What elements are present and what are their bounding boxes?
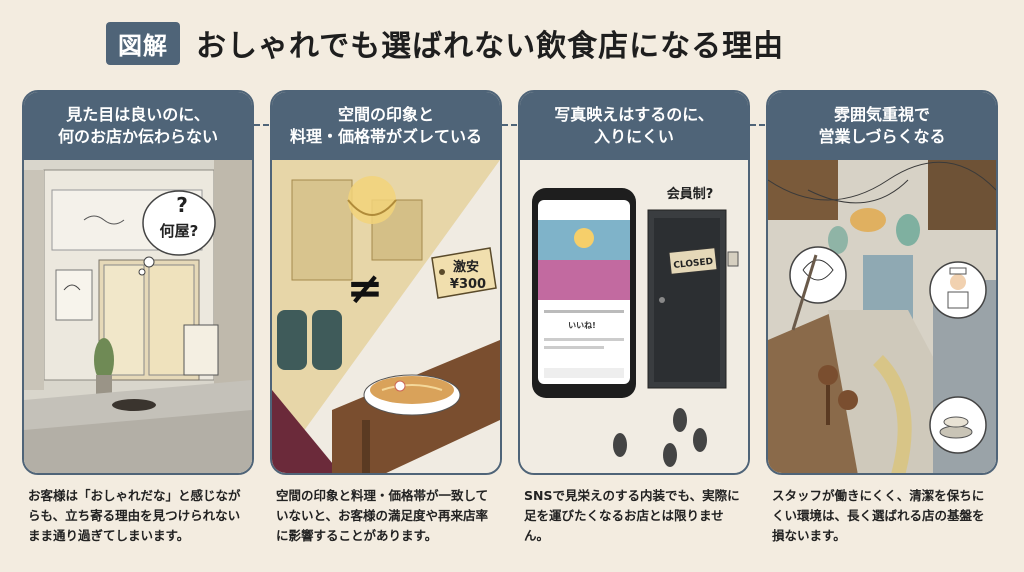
card-3-illustration: いいね! CLOSED 会員制? — [520, 160, 748, 473]
page-header: 図解 おしゃれでも選ばれない飲食店になる理由 — [106, 20, 784, 66]
card-2-title-line2: 料理・価格帯がズレている — [289, 127, 482, 146]
card-4-title-line2: 営業しづらくなる — [818, 127, 946, 146]
not-equal-sign: ≠ — [347, 263, 384, 314]
card-3-header: 写真映えはするのに、 入りにくい — [520, 92, 748, 160]
card-1-header: 見た目は良いのに、 何のお店か伝わらない — [24, 92, 252, 160]
connector-3 — [750, 124, 774, 126]
like-label: いいね! — [568, 321, 596, 330]
card-4-title-line1: 雰囲気重視で — [833, 105, 930, 125]
card-1-illustration: ? 何屋? — [24, 160, 252, 473]
cards-row: 見た目は良いのに、 何のお店か伝わらない ? 何屋? — [22, 90, 1002, 475]
connector-1 — [254, 124, 278, 126]
bubble-text: 何屋? — [160, 222, 199, 240]
caption-1: お客様は「おしゃれだな」と感じながらも、立ち寄る理由を見つけられないまま通り過ぎ… — [28, 488, 241, 543]
caption-2: 空間の印象と料理・価格帯が一致していないと、お客様の満足度や再来店率に影響するこ… — [276, 488, 489, 543]
price-tag-line1: 激安 — [453, 259, 479, 275]
members-label: 会員制? — [667, 186, 714, 202]
header-badge: 図解 — [106, 21, 180, 65]
card-1-title-line1: 見た目は良いのに、 — [66, 105, 210, 125]
card-3-title-line2: 入りにくい — [594, 127, 674, 146]
closed-sign: CLOSED — [673, 257, 714, 271]
card-4-illustration — [768, 160, 996, 473]
card-2-title-line1: 空間の印象と — [337, 105, 434, 125]
card-4-header: 雰囲気重視で 営業しづらくなる — [768, 92, 996, 160]
caption-3: SNSで見栄えのする内装でも、実際に足を運びたくなるお店とは限りません。 — [524, 488, 740, 543]
card-1: 見た目は良いのに、 何のお店か伝わらない ? 何屋? — [22, 90, 254, 475]
card-4: 雰囲気重視で 営業しづらくなる — [766, 90, 998, 475]
card-1-title-line2: 何のお店か伝わらない — [57, 127, 218, 146]
bubble-question-mark: ? — [176, 193, 188, 217]
card-2-header: 空間の印象と 料理・価格帯がズレている — [272, 92, 500, 160]
caption-4: スタッフが働きにくく、清潔を保ちにくい環境は、長く選ばれる店の基盤を損ないます。 — [772, 488, 985, 543]
price-tag-line2: ¥300 — [450, 277, 486, 292]
connector-2 — [502, 124, 526, 126]
card-3: 写真映えはするのに、 入りにくい いいね! CLOSED 会員制? — [518, 90, 750, 475]
card-3-title-line1: 写真映えはするのに、 — [554, 105, 714, 125]
page-title: おしゃれでも選ばれない飲食店になる理由 — [196, 29, 785, 64]
card-2-illustration: ≠ 激安 ¥300 — [272, 160, 500, 473]
card-2: 空間の印象と 料理・価格帯がズレている ≠ 激安 ¥300 — [270, 90, 502, 475]
